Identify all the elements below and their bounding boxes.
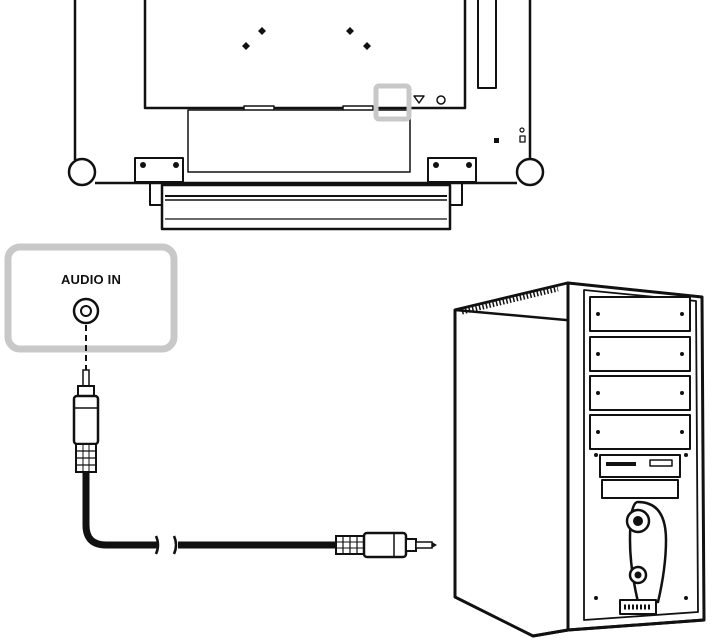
monitor-rear-icon (67, 0, 545, 231)
audio-in-label: AUDIO IN (60, 272, 122, 287)
audio-jack-icon (72, 297, 100, 325)
pc-tower-icon (453, 281, 706, 638)
audio-in-callout (4, 243, 178, 353)
audio-cable-icon (72, 325, 437, 559)
monitor-port-highlight (373, 83, 412, 122)
